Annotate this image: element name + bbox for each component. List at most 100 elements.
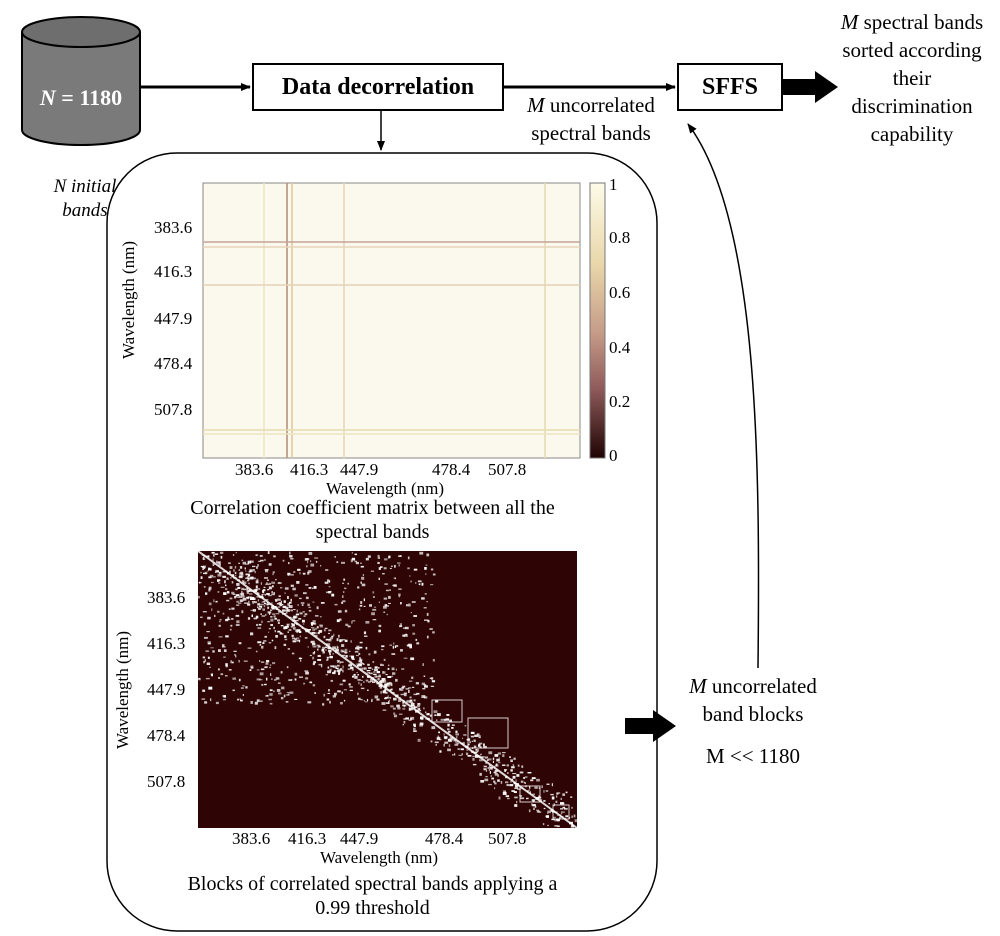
block-pixel	[361, 583, 366, 587]
block-pixel	[408, 687, 412, 689]
block-pixel	[341, 601, 344, 604]
block-pixel	[565, 815, 569, 818]
block-pixel	[378, 601, 380, 603]
block-pixel	[236, 620, 240, 624]
block-pixel	[339, 618, 342, 621]
correlated-block	[552, 804, 570, 820]
block-pixel	[256, 678, 261, 681]
block-pixel	[389, 697, 392, 699]
block-pixel	[287, 603, 290, 606]
block-pixel	[222, 698, 227, 701]
block-pixel	[516, 800, 518, 804]
block-pixel	[308, 552, 313, 555]
block-pixel	[415, 582, 417, 584]
block-pixel	[350, 559, 353, 563]
block-pixel	[339, 661, 341, 664]
block-pixel	[233, 650, 237, 652]
block-pixel	[231, 591, 235, 595]
block-pixel	[264, 558, 266, 561]
block-pixel	[235, 588, 238, 591]
x-axis-label: Wavelength (nm)	[320, 848, 439, 867]
block-pixel	[269, 666, 271, 669]
block-pixel	[551, 783, 553, 787]
block-pixel	[242, 561, 247, 565]
block-pixel	[513, 791, 517, 793]
block-pixel	[358, 697, 361, 700]
block-pixel	[560, 802, 564, 805]
block-pixel	[454, 743, 459, 746]
block-pixel	[220, 551, 224, 554]
block-pixel	[541, 785, 543, 789]
block-pixel	[256, 699, 260, 703]
block-pixel	[472, 757, 475, 761]
block-pixel	[402, 634, 405, 637]
block-pixel	[283, 600, 286, 603]
block-pixel	[253, 577, 256, 580]
block-pixel	[256, 592, 259, 594]
block-pixel	[426, 635, 429, 639]
block-pixel	[386, 613, 388, 616]
database-cylinder	[21, 16, 141, 146]
block-pixel	[398, 555, 401, 557]
block-pixel	[447, 728, 450, 731]
block-pixel	[379, 680, 383, 682]
block-pixel	[294, 672, 298, 676]
block-pixel	[488, 751, 493, 755]
block-pixel	[373, 673, 377, 675]
block-pixel	[235, 614, 240, 617]
block-pixel	[232, 677, 236, 680]
block-pixel	[484, 756, 489, 759]
block-pixel	[250, 609, 255, 611]
block-pixel	[486, 759, 489, 761]
block-pixel	[312, 645, 317, 648]
block-pixel	[392, 707, 396, 710]
block-pixel	[465, 752, 469, 756]
block-pixel	[487, 766, 491, 769]
block-pixel	[198, 677, 201, 681]
block-pixel	[476, 750, 479, 752]
block-pixel	[570, 824, 575, 828]
block-pixel	[551, 796, 555, 800]
block-pixel	[432, 573, 436, 576]
block-pixel	[303, 592, 307, 595]
block-pixel	[358, 660, 362, 663]
block-pixel	[269, 693, 273, 696]
block-pixel	[212, 558, 214, 561]
block-pixel	[502, 790, 506, 794]
block-pixel	[422, 663, 424, 666]
block-pixel	[344, 639, 348, 642]
block-pixel	[327, 670, 331, 674]
block-pixel	[312, 652, 315, 655]
block-pixel	[326, 658, 329, 661]
block-pixel	[467, 755, 472, 757]
block-pixel	[297, 604, 299, 606]
block-pixel	[260, 559, 264, 562]
block-pixel	[449, 719, 452, 723]
block-pixel	[495, 763, 498, 766]
block-pixel	[238, 678, 241, 682]
block-pixel	[394, 645, 397, 648]
block-pixel	[553, 816, 556, 818]
block-pixel	[270, 609, 273, 611]
block-pixel	[277, 619, 280, 622]
block-pixel	[385, 702, 390, 704]
block-pixel	[372, 619, 377, 621]
block-pixel	[379, 681, 382, 683]
block-pixel	[458, 754, 463, 756]
data-decorrelation-box: Data decorrelation	[252, 63, 504, 111]
block-pixel	[385, 684, 390, 687]
y-tick: 383.6	[147, 588, 186, 607]
block-pixel	[250, 665, 254, 668]
block-pixel	[271, 593, 275, 596]
block-pixel	[374, 695, 379, 699]
block-pixel	[276, 689, 281, 692]
block-pixel	[413, 727, 416, 731]
block-pixel	[489, 771, 491, 774]
block-pixel	[415, 638, 418, 641]
block-pixel	[550, 793, 554, 796]
block-pixel	[397, 562, 401, 564]
block-pixel	[256, 578, 259, 582]
block-pixel	[412, 686, 415, 688]
block-pixel	[222, 575, 226, 578]
